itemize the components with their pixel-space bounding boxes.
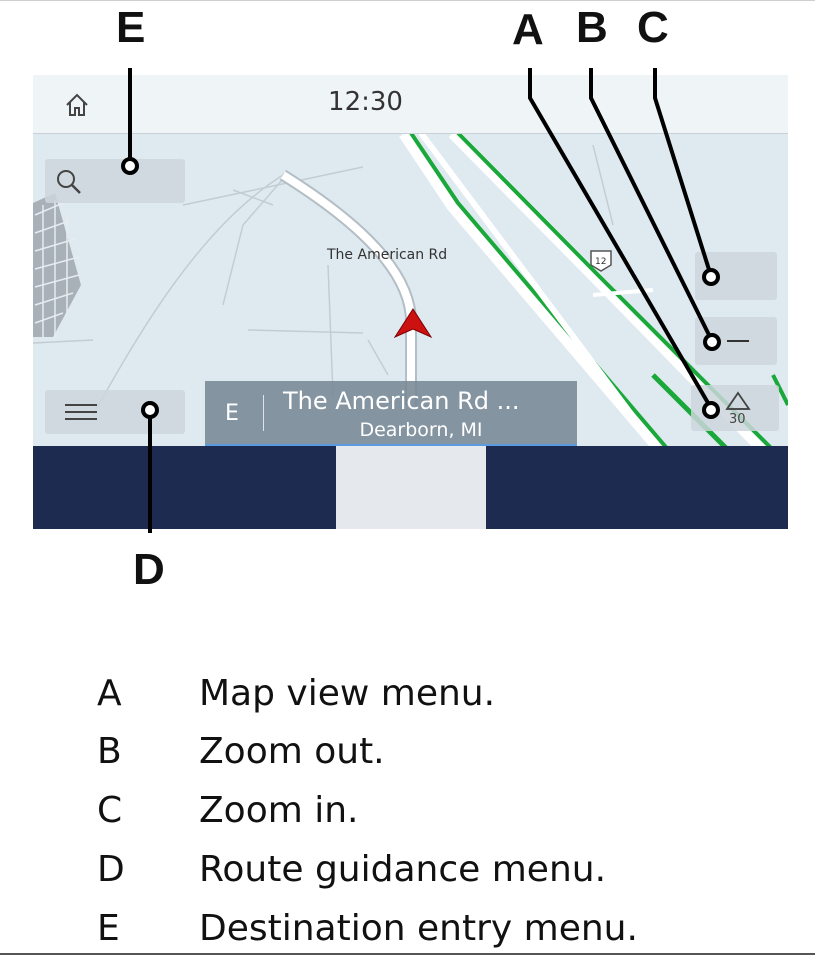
legend-text: Route guidance menu. <box>199 849 607 890</box>
dot-d <box>141 401 159 419</box>
legend-text: Destination entry menu. <box>199 908 638 949</box>
building-block <box>33 193 81 337</box>
heading-direction: E <box>225 401 239 426</box>
map-road-label: The American Rd <box>327 247 448 263</box>
route-shield: 12 <box>590 250 612 272</box>
leader-b <box>589 68 715 344</box>
clock: 12:30 <box>328 87 403 117</box>
callout-d: D <box>133 545 165 594</box>
current-street-panel[interactable]: E The American Rd ... Dearborn, MI <box>205 381 577 446</box>
callout-e: E <box>116 3 146 52</box>
street-underline <box>205 444 577 446</box>
legend-letter: C <box>97 790 123 831</box>
legend-text: Zoom in. <box>199 790 359 831</box>
svg-text:12: 12 <box>595 257 606 267</box>
destination-search-button[interactable] <box>45 159 185 203</box>
dot-e <box>121 157 139 175</box>
street-city: Dearborn, MI <box>359 419 483 441</box>
leader-a <box>528 68 714 411</box>
top-rule <box>0 0 815 1</box>
bottom-active-tab[interactable] <box>336 446 486 529</box>
callout-b: B <box>576 3 608 52</box>
map-view-icon: 30 <box>725 391 751 425</box>
minus-icon <box>727 340 749 342</box>
hamburger-menu-icon <box>65 404 97 422</box>
legend-row-a: A Map view menu. <box>97 673 797 717</box>
legend-letter: D <box>97 849 125 890</box>
home-icon[interactable] <box>63 91 91 119</box>
bottom-feature-bar <box>33 446 788 529</box>
minor-roads <box>33 144 614 416</box>
legend-letter: E <box>97 908 120 949</box>
callout-leaders <box>121 68 721 533</box>
route-guidance-menu-button[interactable] <box>45 390 185 434</box>
vehicle-arrow-icon <box>393 308 433 339</box>
street-name: The American Rd ... <box>283 387 520 415</box>
legend-row-c: C Zoom in. <box>97 790 797 834</box>
legend-row-d: D Route guidance menu. <box>97 849 797 893</box>
bottom-rule <box>0 953 815 955</box>
legend-text: Map view menu. <box>199 673 496 714</box>
legend-letter: B <box>97 731 122 772</box>
dot-a <box>702 401 720 419</box>
search-icon <box>57 170 81 194</box>
dot-b <box>703 333 721 351</box>
callout-c: C <box>637 3 669 52</box>
legend-text: Zoom out. <box>199 731 385 772</box>
callout-a: A <box>512 5 544 54</box>
speed-limit-value: 30 <box>729 412 746 425</box>
leader-c <box>653 68 714 279</box>
street-divider <box>263 395 264 431</box>
legend-row-b: B Zoom out. <box>97 731 797 775</box>
legend-letter: A <box>97 673 122 714</box>
legend-row-e: E Destination entry menu. <box>97 908 797 952</box>
dot-c <box>702 268 720 286</box>
